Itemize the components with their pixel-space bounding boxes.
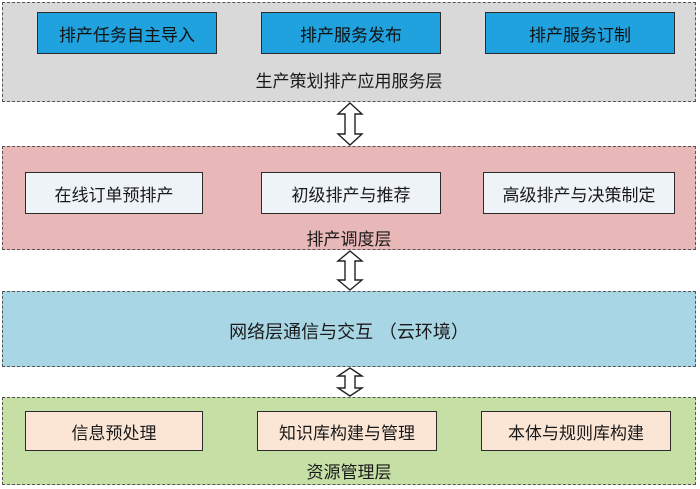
resource-management-layer: 信息预处理 知识库构建与管理 本体与规则库构建 资源管理层 <box>2 397 696 485</box>
knowledge-base-box: 知识库构建与管理 <box>257 411 437 451</box>
scheduling-layer: 在线订单预排产 初级排产与推荐 高级排产与决策制定 排产调度层 <box>2 146 696 250</box>
network-communication-layer: 网络层通信与交互 （云环境） <box>2 291 696 367</box>
layer-2-label: 排产调度层 <box>306 230 392 250</box>
service-publish-box: 排产服务发布 <box>261 12 441 54</box>
task-import-box: 排产任务自主导入 <box>37 12 217 54</box>
double-arrow-icon <box>336 367 364 397</box>
layer-1-label: 生产策划排产应用服务层 <box>255 72 443 92</box>
double-arrow-icon <box>336 250 364 291</box>
primary-scheduling-box: 初级排产与推荐 <box>261 172 441 214</box>
service-customize-box: 排产服务订制 <box>485 12 675 54</box>
advanced-scheduling-box: 高级排产与决策制定 <box>483 172 675 214</box>
application-service-layer: 排产任务自主导入 排产服务发布 排产服务订制 生产策划排产应用服务层 <box>2 2 696 102</box>
layer-4-label: 资源管理层 <box>306 463 392 483</box>
double-arrow-icon <box>336 102 364 146</box>
info-preprocessing-box: 信息预处理 <box>25 411 203 451</box>
layer-3-label: 网络层通信与交互 （云环境） <box>229 322 469 343</box>
ontology-rule-base-box: 本体与规则库构建 <box>481 411 671 451</box>
online-order-prescheduling-box: 在线订单预排产 <box>25 172 203 214</box>
